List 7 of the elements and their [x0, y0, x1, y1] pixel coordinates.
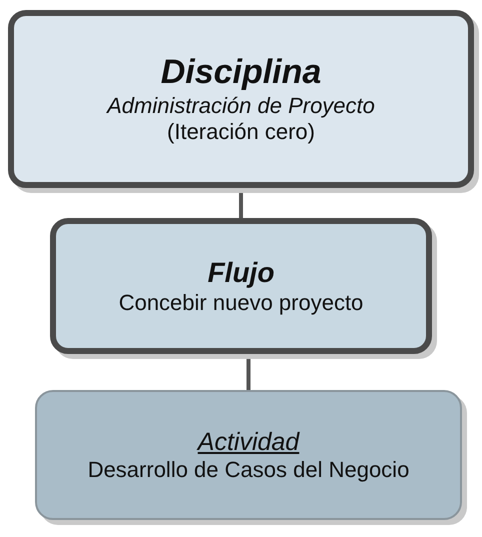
flow-heading: Flujo — [208, 256, 274, 290]
discipline-heading: Disciplina — [160, 52, 322, 93]
discipline-name: Administración de Proyecto — [107, 93, 375, 120]
activity-heading: Actividad — [198, 426, 300, 457]
iteration-note: (Iteración cero) — [167, 119, 315, 146]
activity-name: Desarrollo de Casos del Negocio — [88, 456, 410, 484]
flow-name: Concebir nuevo proyecto — [118, 290, 364, 316]
